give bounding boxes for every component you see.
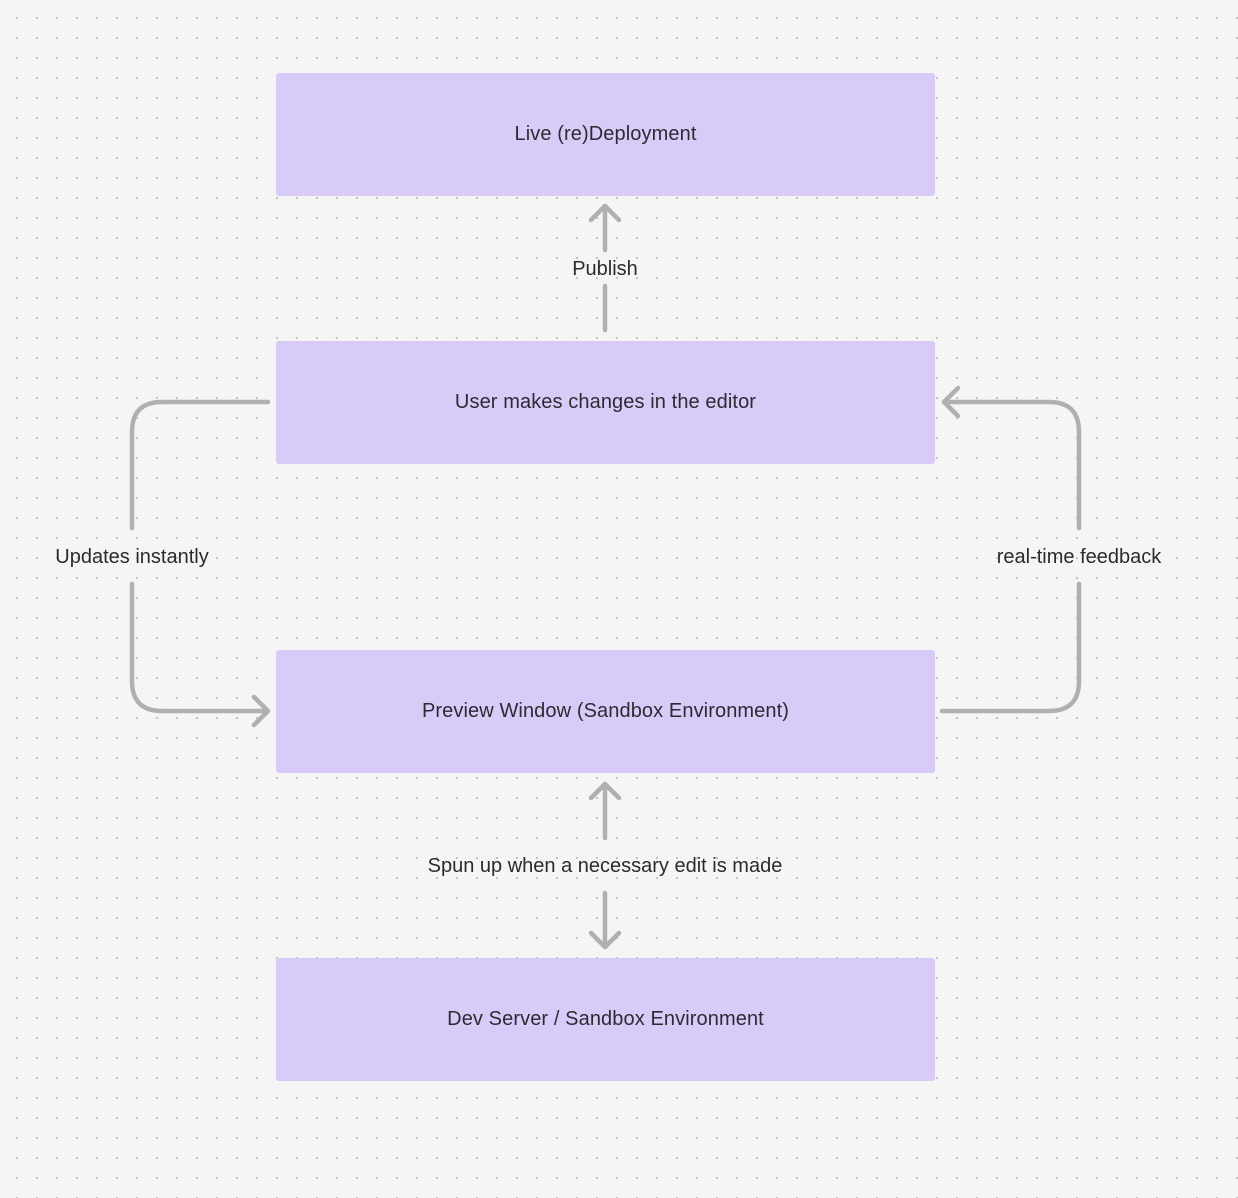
arrowhead-up-icon xyxy=(588,203,622,223)
connector-realtime-feedback[interactable] xyxy=(939,385,1082,714)
arrowhead-up-icon xyxy=(588,781,622,801)
arrowhead-down-icon xyxy=(588,930,622,950)
node-dev-server[interactable]: Dev Server / Sandbox Environment xyxy=(276,958,935,1081)
arrowhead-left-icon xyxy=(941,385,961,419)
node-editor-changes[interactable]: User makes changes in the editor xyxy=(276,341,935,464)
connector-publish[interactable] xyxy=(588,203,622,333)
edge-label-publish: Publish xyxy=(572,258,638,280)
connector-feedback-upper-segment xyxy=(941,399,1082,531)
connector-feedback-lower-segment xyxy=(939,581,1082,714)
arrowhead-right-icon xyxy=(251,694,271,728)
edge-label-realtime-feedback: real-time feedback xyxy=(996,546,1162,568)
edge-label-updates-instantly: Updates instantly xyxy=(55,546,209,568)
connector-updates-upper-segment xyxy=(129,399,271,531)
connector-updates-instantly[interactable] xyxy=(129,399,271,728)
node-preview-window[interactable]: Preview Window (Sandbox Environment) xyxy=(276,650,935,773)
connector-spun-up[interactable] xyxy=(588,781,622,950)
connector-updates-lower-segment xyxy=(129,581,271,714)
node-live-deployment[interactable]: Live (re)Deployment xyxy=(276,73,935,196)
edge-label-spun-up: Spun up when a necessary edit is made xyxy=(427,855,783,877)
